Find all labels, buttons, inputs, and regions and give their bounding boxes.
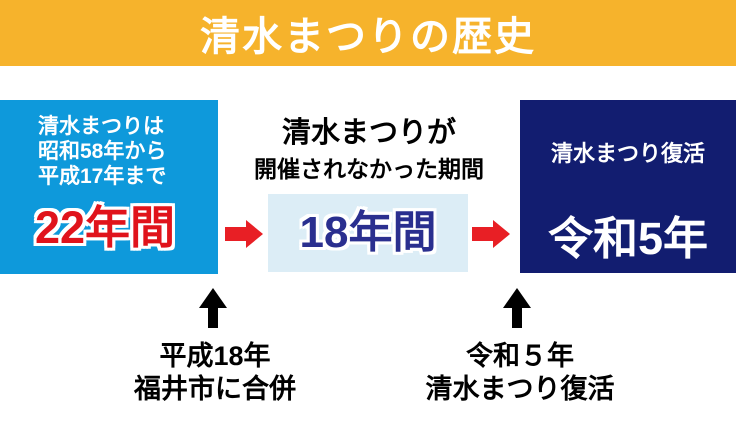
arrow-head bbox=[503, 288, 531, 308]
event-caption-line-2: 清水まつり復活 bbox=[425, 374, 615, 404]
past-line-2: 昭和58年から bbox=[38, 140, 167, 163]
arrow-head bbox=[246, 220, 263, 248]
revival-year-value: 令和5年 bbox=[547, 213, 709, 264]
up-arrow-icon bbox=[503, 288, 531, 328]
page-title: 清水まつりの歴史 bbox=[200, 15, 536, 59]
gap-title-line-1: 清水まつりが bbox=[281, 117, 456, 149]
header-bar: 清水まつりの歴史 bbox=[0, 0, 736, 66]
past-line-1: 清水まつりは bbox=[38, 115, 164, 138]
gap-duration-box: 18年間 bbox=[268, 194, 468, 272]
event-caption-line-1: 令和５年 bbox=[466, 341, 574, 371]
up-arrow-icon bbox=[199, 288, 227, 328]
arrow-stem bbox=[208, 308, 218, 328]
gap-title-line-2: 開催されなかった期間 bbox=[254, 156, 484, 182]
arrow-head bbox=[493, 220, 510, 248]
right-arrow-icon bbox=[225, 220, 263, 248]
event-caption-line-2: 福井市に合併 bbox=[134, 374, 296, 404]
event-caption-merger: 平成18年 福井市に合併 bbox=[65, 340, 365, 406]
right-arrow-icon bbox=[472, 220, 510, 248]
revival-label: 清水まつり復活 bbox=[550, 141, 705, 166]
past-duration-value: 22年間 bbox=[35, 202, 176, 253]
event-caption-revival: 令和５年 清水まつり復活 bbox=[370, 340, 670, 406]
arrow-stem bbox=[512, 308, 522, 328]
revival-box: 清水まつり復活 令和5年 bbox=[520, 100, 736, 273]
arrow-head bbox=[199, 288, 227, 308]
past-period-box: 清水まつりは 昭和58年から 平成17年まで 22年間 bbox=[0, 100, 218, 274]
arrow-stem bbox=[472, 227, 493, 241]
gap-duration-value: 18年間 bbox=[299, 208, 437, 257]
event-caption-line-1: 平成18年 bbox=[159, 341, 271, 371]
arrow-stem bbox=[225, 227, 246, 241]
past-line-3: 平成17年まで bbox=[38, 165, 167, 188]
